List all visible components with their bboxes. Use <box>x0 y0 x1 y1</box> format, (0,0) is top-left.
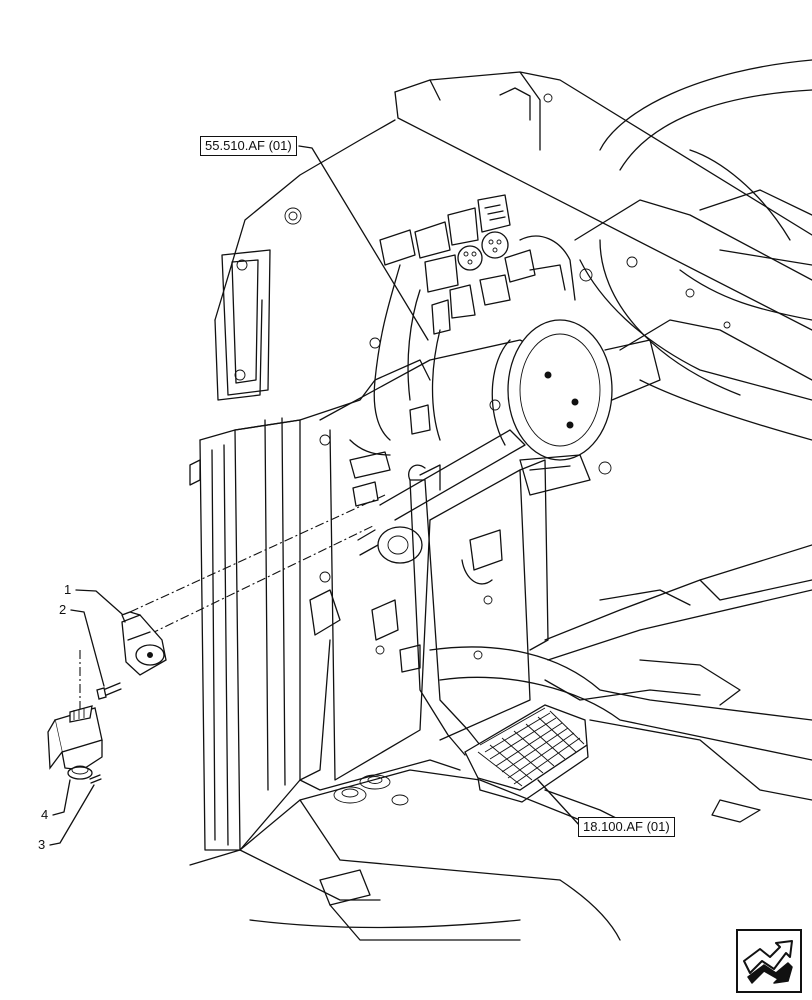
callout-3: 3 <box>38 837 46 852</box>
callout-4: 4 <box>41 807 49 822</box>
callout-2: 2 <box>59 602 67 617</box>
brake-pedal-assembly <box>357 429 589 803</box>
sensor-part <box>121 611 167 676</box>
harness-leader <box>298 145 429 341</box>
harness-reference-box[interactable]: 55.510.AF (01) <box>200 136 297 156</box>
harness-connectors <box>349 194 576 507</box>
pedal-reference-box[interactable]: 18.100.AF (01) <box>578 817 675 837</box>
upper-frame <box>394 59 812 441</box>
round-housing <box>491 319 661 496</box>
bolt-part <box>96 682 122 700</box>
next-page-arrow-icon[interactable] <box>736 929 802 993</box>
cab-floor <box>189 544 812 941</box>
exploded-parts <box>47 494 386 846</box>
callout-1: 1 <box>64 582 72 597</box>
switch-part <box>47 705 103 780</box>
side-panel <box>189 119 431 851</box>
